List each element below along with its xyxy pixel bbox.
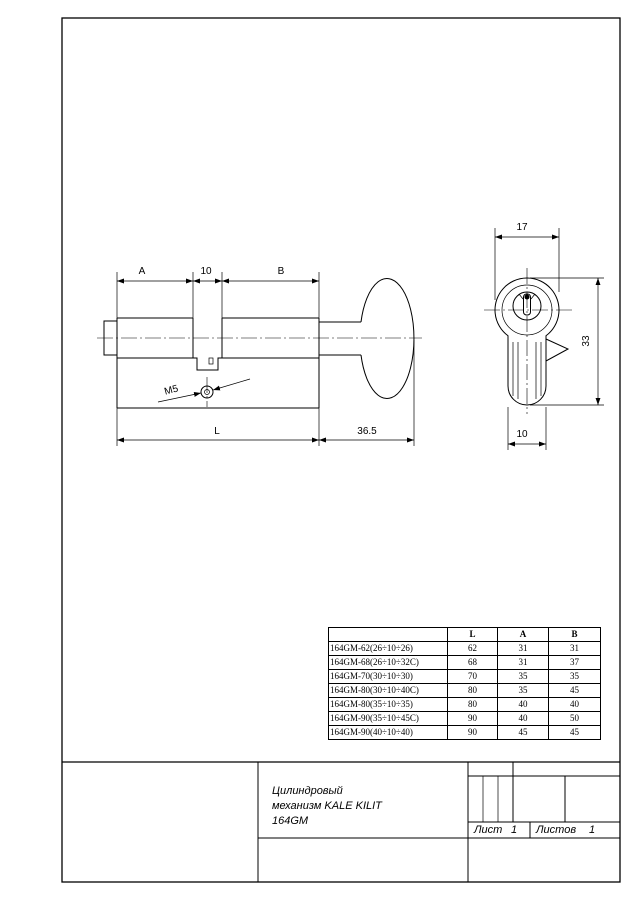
table-row: 164GM-90(40÷10÷40) 90 45 45 bbox=[328, 725, 601, 740]
cell-b: 45 bbox=[548, 683, 601, 698]
table-row: 164GM-90(35÷10÷45C) 90 40 50 bbox=[328, 711, 601, 726]
cell-model: 164GM-68(26÷10÷32C) bbox=[328, 655, 448, 670]
screw-hole: M5 bbox=[157, 377, 251, 407]
keyway bbox=[523, 293, 531, 316]
cell-l: 62 bbox=[447, 641, 498, 656]
end-view: 17 33 10 bbox=[484, 222, 604, 450]
cell-model: 164GM-80(30÷10÷40C) bbox=[328, 683, 448, 698]
profile-outline bbox=[494, 277, 560, 406]
table-row: 164GM-68(26÷10÷32C) 68 31 37 bbox=[328, 655, 601, 670]
cell-a: 40 bbox=[497, 697, 549, 712]
dim-label-b: B bbox=[278, 266, 285, 277]
table-row: 164GM-70(30÷10÷30) 70 35 35 bbox=[328, 669, 601, 684]
cell-a: 35 bbox=[497, 669, 549, 684]
dim-label-key: 36.5 bbox=[357, 426, 377, 437]
cam bbox=[193, 357, 222, 371]
spec-table-container: L A B 164GM-62(26÷10÷26) 62 31 31 164GM-… bbox=[328, 627, 601, 740]
table-row: 164GM-80(30÷10÷40C) 80 35 45 bbox=[328, 683, 601, 698]
sheet-number: 1 bbox=[511, 824, 517, 836]
cell-b: 50 bbox=[548, 711, 601, 726]
sheet-frame bbox=[61, 17, 621, 883]
dim-label-cam: 10 bbox=[200, 266, 212, 277]
cell-a: 31 bbox=[497, 641, 549, 656]
title-block-grid bbox=[62, 761, 620, 882]
cell-model: 164GM-80(35÷10÷35) bbox=[328, 697, 448, 712]
cell-b: 31 bbox=[548, 641, 601, 656]
cell-l: 90 bbox=[447, 725, 498, 740]
cell-l: 90 bbox=[447, 711, 498, 726]
dim-label-head: 17 bbox=[516, 222, 528, 233]
table-row: 164GM-80(35÷10÷35) 80 40 40 bbox=[328, 697, 601, 712]
cell-l: 80 bbox=[447, 683, 498, 698]
title-line-1: Цилиндровый bbox=[272, 785, 343, 797]
dim-label-length: L bbox=[214, 426, 220, 437]
header-b: B bbox=[548, 627, 601, 642]
keyway-edge bbox=[530, 293, 536, 300]
cell-model: 164GM-90(40÷10÷40) bbox=[328, 725, 448, 740]
screw-leader-line bbox=[157, 392, 202, 403]
sheets-label: Листов bbox=[535, 824, 576, 836]
cell-b: 35 bbox=[548, 669, 601, 684]
cylinder-body bbox=[116, 317, 320, 409]
dim-label-screw: M5 bbox=[163, 383, 180, 397]
header-l: L bbox=[447, 627, 498, 642]
cell-b: 45 bbox=[548, 725, 601, 740]
title-line-2: механизм KALE KILIT bbox=[272, 800, 383, 812]
keyway-pin bbox=[524, 294, 530, 300]
cam-notch bbox=[208, 357, 214, 365]
title-block-text: Цилиндровый механизм KALE KILIT 164GM Ли… bbox=[272, 785, 595, 836]
key-bow bbox=[360, 278, 415, 399]
dim-label-tail: 10 bbox=[516, 429, 528, 440]
cam-tab bbox=[545, 338, 570, 362]
header-model bbox=[328, 627, 448, 642]
header-a: A bbox=[497, 627, 549, 642]
cell-model: 164GM-90(35÷10÷45C) bbox=[328, 711, 448, 726]
cell-model: 164GM-70(30÷10÷30) bbox=[328, 669, 448, 684]
cell-a: 40 bbox=[497, 711, 549, 726]
side-view: A 10 B bbox=[97, 266, 422, 446]
plug-circle bbox=[512, 291, 542, 321]
profile-inner-ring bbox=[501, 284, 553, 336]
sheet-label: Лист bbox=[473, 824, 502, 836]
cell-b: 37 bbox=[548, 655, 601, 670]
cell-b: 40 bbox=[548, 697, 601, 712]
cell-a: 31 bbox=[497, 655, 549, 670]
table-header-row: L A B bbox=[328, 627, 601, 642]
cell-a: 35 bbox=[497, 683, 549, 698]
cell-l: 70 bbox=[447, 669, 498, 684]
title-line-3: 164GM bbox=[272, 815, 309, 827]
cell-model: 164GM-62(26÷10÷26) bbox=[328, 641, 448, 656]
spec-table: L A B 164GM-62(26÷10÷26) 62 31 31 164GM-… bbox=[328, 627, 601, 740]
keyway-edge bbox=[518, 293, 524, 300]
screw-leader-line bbox=[212, 378, 251, 391]
dim-label-a: A bbox=[139, 266, 146, 277]
cell-l: 80 bbox=[447, 697, 498, 712]
cell-l: 68 bbox=[447, 655, 498, 670]
key bbox=[319, 278, 415, 399]
table-row: 164GM-62(26÷10÷26) 62 31 31 bbox=[328, 641, 601, 656]
dim-label-height: 33 bbox=[581, 335, 592, 347]
sheets-count: 1 bbox=[589, 824, 595, 836]
cell-a: 45 bbox=[497, 725, 549, 740]
